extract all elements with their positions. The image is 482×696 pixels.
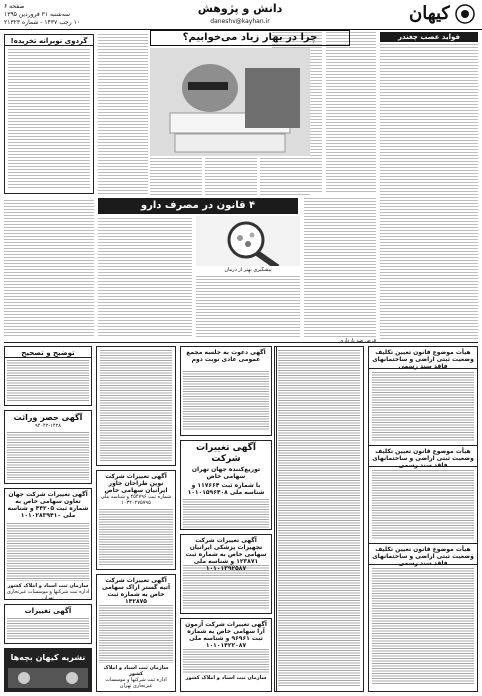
masthead: کیهان دانش و پژوهش daneshv@kayhan.ir صفح… <box>0 0 482 30</box>
magnifier-pills-photo <box>196 216 300 266</box>
ad-bottom-mid-title: آگهی تغییرات شرکت تجهیزات پزشکی ایرانیان… <box>185 537 267 572</box>
ad-heirs-title: آگهی حصر وراثت <box>13 413 83 422</box>
ad-bottom-center: آگهی تغییرات شرکت آزمون آرا سهامی خاص به… <box>180 618 272 692</box>
registry-footer-left: سازمان ثبت اسناد و املاک کشور <box>7 583 89 589</box>
drugs-col-a <box>98 218 192 338</box>
ad-lc-1-body <box>100 350 172 462</box>
registry-footer-center: سازمان ثبت اسناد و املاک کشور <box>185 675 267 681</box>
ad-company-big: آگهی تغییرات شرکت توزیع‌کننده جهان تهران… <box>180 440 272 530</box>
correction-title: توضیح و تصحیح <box>5 347 91 358</box>
notice-right-heading: هیأت موضوع قانون تعیین تکلیف وضعیت ثبتی … <box>369 347 477 370</box>
divider-main <box>4 342 478 343</box>
left-box: گردوی نوبرانه تخریده! <box>4 34 94 194</box>
page-info: صفحه ۶ <box>4 3 25 10</box>
sleep-body-c <box>260 158 310 196</box>
registry-footer-lc: سازمان ثبت اسناد و املاک کشور <box>103 665 169 677</box>
drugs-col-b <box>196 276 300 338</box>
sleep-col-a <box>326 32 376 192</box>
date-line-1: سه‌شنبه ۳۱ فروردین ۱۳۹۵ <box>4 11 71 18</box>
left-box-body <box>8 49 90 189</box>
sleep-headline: چرا در بهار زیاد می‌خوابیم؟ <box>150 30 350 46</box>
sleeping-man-photo <box>150 48 310 156</box>
registry-footer-left-2: اداره ثبت شرکتها و موسسات غیرتجاری تهران <box>6 589 90 600</box>
sleep-body-b <box>205 158 257 196</box>
ad-modify-body <box>7 618 89 640</box>
ad-lc-3: آگهی تغییرات شرکت آتیه گستر اراک سهامی خ… <box>96 574 176 692</box>
site-email: daneshv@kayhan.ir <box>210 18 270 25</box>
fab-caption: قرص ضد بارداری <box>339 338 376 344</box>
ad-lc-2-body <box>99 509 173 565</box>
benefits-title: فواید عصب چغندر <box>380 32 478 42</box>
date-line-2: ۱۰ رجب ۱۴۳۷ - شماره ۲۱۳۲۳ <box>4 19 81 26</box>
ad-heirs-number: ۹۴۰۴۲-۱۴۲۸ <box>35 423 61 429</box>
ad-mid: آگهی دعوت به جلسه مجمع عمومی عادی نوبت د… <box>180 346 272 436</box>
ad-lc-2-sub: شماره ثبت ۴۵۴۷۹۶ و شناسه ملی ۱۰۳۲۰۲۷۵۷۹۵ <box>100 494 172 506</box>
ad-company-big-title: آگهی تغییرات شرکت <box>195 443 257 464</box>
notice-right-body-2 <box>372 470 474 540</box>
ad-bottom-mid-body <box>183 565 269 609</box>
section-title: دانش و پژوهش <box>197 2 283 15</box>
correction-box: توضیح و تصحیح <box>4 346 92 406</box>
notice-right-body-3 <box>372 568 474 684</box>
correction-body <box>7 360 89 402</box>
drugs-headline: ۴ قانون در مصرف دارو <box>98 198 298 214</box>
ad-lc-2-title: آگهی تغییرات شرکت نوین طراحان خاور ایران… <box>104 473 168 494</box>
ad-lc-1 <box>96 346 176 466</box>
ad-lc-3-body <box>99 605 173 663</box>
registry-footer-lc-2: اداره ثبت شرکتها و موسسات غیرتجاری تهران <box>105 677 167 689</box>
ad-modify: آگهی تغییرات <box>4 604 92 644</box>
right-lower-article <box>380 296 478 340</box>
kayhan-emblem-icon <box>455 4 475 24</box>
sleep-headline-text: چرا در بهار زیاد می‌خوابیم؟ <box>182 32 318 43</box>
mid-col-a <box>304 198 376 338</box>
promo-text: نشریه کیهان بچه‌ها <box>10 653 86 662</box>
ad-lc-3-title: آگهی تغییرات شرکت آتیه گستر اراک سهامی خ… <box>101 577 171 605</box>
ad-mid-body <box>183 371 269 431</box>
ad-modify-title: آگهی تغییرات <box>24 607 72 615</box>
kids-magazine-graphic <box>8 668 88 688</box>
logo-emblem <box>452 3 478 25</box>
ad-coop: آگهی تغییرات شرکت جهان تعاون سهامی خاص ب… <box>4 488 92 600</box>
ad-coop-title: آگهی تغییرات شرکت جهان تعاون سهامی خاص ب… <box>7 491 89 519</box>
ad-cr-body <box>280 350 360 686</box>
drugs-headline-text: ۴ قانون در مصرف دارو <box>140 200 256 211</box>
promo-box: نشریه کیهان بچه‌ها <box>4 648 92 692</box>
pills-photo <box>196 216 300 266</box>
ad-heirs: آگهی حصر وراثت ۹۴۰۴۲-۱۴۲۸ <box>4 410 92 484</box>
ad-mid-title: آگهی دعوت به جلسه مجمع عمومی عادی نوبت د… <box>186 349 266 363</box>
ad-bottom-center-title: آگهی تغییرات شرکت آزمون آرا سهامی خاص به… <box>185 621 267 649</box>
ad-heirs-body <box>7 432 89 480</box>
ad-bottom-mid: آگهی تغییرات شرکت تجهیزات پزشکی ایرانیان… <box>180 534 272 614</box>
notice-right-heading-2: هیأت موضوع قانون تعیین تکلیف وضعیت ثبتی … <box>369 445 477 469</box>
drugs-col-c <box>4 200 94 338</box>
ad-lc-2: آگهی تغییرات شرکت نوین طراحان خاور ایران… <box>96 470 176 570</box>
benefits-body <box>380 44 478 294</box>
ad-company-name: توزیع‌کننده جهان تهران سهامی خاص <box>191 466 261 480</box>
notice-right: هیأت موضوع قانون تعیین تکلیف وضعیت ثبتی … <box>368 346 478 692</box>
ad-bottom-center-body <box>183 649 269 673</box>
sleep-body-a <box>150 158 202 196</box>
sleep-photo <box>150 48 310 156</box>
left-col-b <box>98 34 148 194</box>
ad-company-big-body <box>183 499 269 529</box>
logo: کیهان <box>408 3 450 24</box>
pills-caption: پیشگیری بهتر از درمان <box>224 267 272 273</box>
left-box-title: گردوی نوبرانه تخریده! <box>5 35 93 46</box>
notice-right-body-1 <box>372 372 474 442</box>
notice-right-heading-3: هیأت موضوع قانون تعیین تکلیف وضعیت ثبتی … <box>369 543 477 567</box>
ad-coop-body <box>7 523 89 581</box>
ad-numbers: با شماره ثبت ۱۱۷۶۶۴ و شناسه ملی ۱۰۱۰۱۵۹۶… <box>187 482 265 496</box>
ad-cr <box>276 346 364 692</box>
